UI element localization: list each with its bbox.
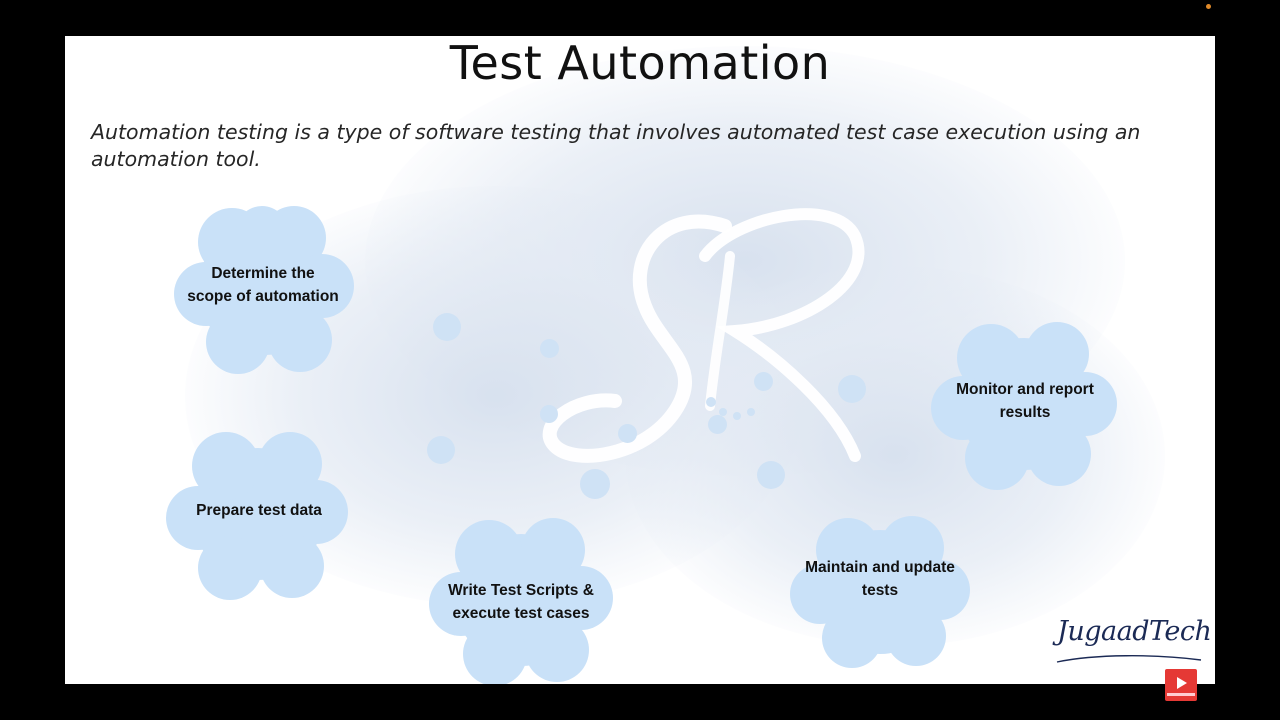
youtube-subscribe-icon[interactable]: [1165, 669, 1197, 701]
decorative-dot: [838, 375, 866, 403]
logo-underline-icon: [1056, 655, 1202, 663]
cloud-shape: [429, 518, 613, 684]
slide-title: Test Automation: [449, 36, 831, 90]
subscribe-label-bar: [1167, 693, 1195, 696]
decorative-dot: [580, 469, 610, 499]
decorative-dot: [427, 436, 455, 464]
decorative-dot: [433, 313, 461, 341]
cloud-shape: [931, 322, 1117, 490]
step-write-scripts: Write Test Scripts & execute test cases: [448, 582, 594, 622]
decorative-dot: [540, 405, 558, 423]
step-maintain-tests: Maintain and update tests: [805, 559, 955, 599]
decorative-dot: [618, 424, 637, 443]
brand-logo: JugaadTech: [1057, 616, 1212, 647]
status-indicator-icon: [1206, 4, 1211, 9]
step-prepare-data: Prepare test data: [196, 501, 322, 519]
presentation-slide: Test Automation Automation testing is a …: [65, 36, 1215, 684]
cloud-shape: [166, 432, 348, 600]
step-determine-scope: Determine the scope of automation: [187, 265, 339, 305]
cloud-shape: [790, 516, 970, 668]
decorative-dot: [708, 415, 727, 434]
step-monitor-results: Monitor and report results: [956, 381, 1094, 421]
sr-monogram-icon: [542, 208, 865, 463]
decorative-dot: [757, 461, 785, 489]
cloud-shape: [174, 206, 354, 374]
play-icon: [1177, 677, 1187, 689]
decorative-dot: [754, 372, 773, 391]
slide-subtitle: Automation testing is a type of software…: [91, 120, 1141, 171]
decorative-dot: [540, 339, 559, 358]
